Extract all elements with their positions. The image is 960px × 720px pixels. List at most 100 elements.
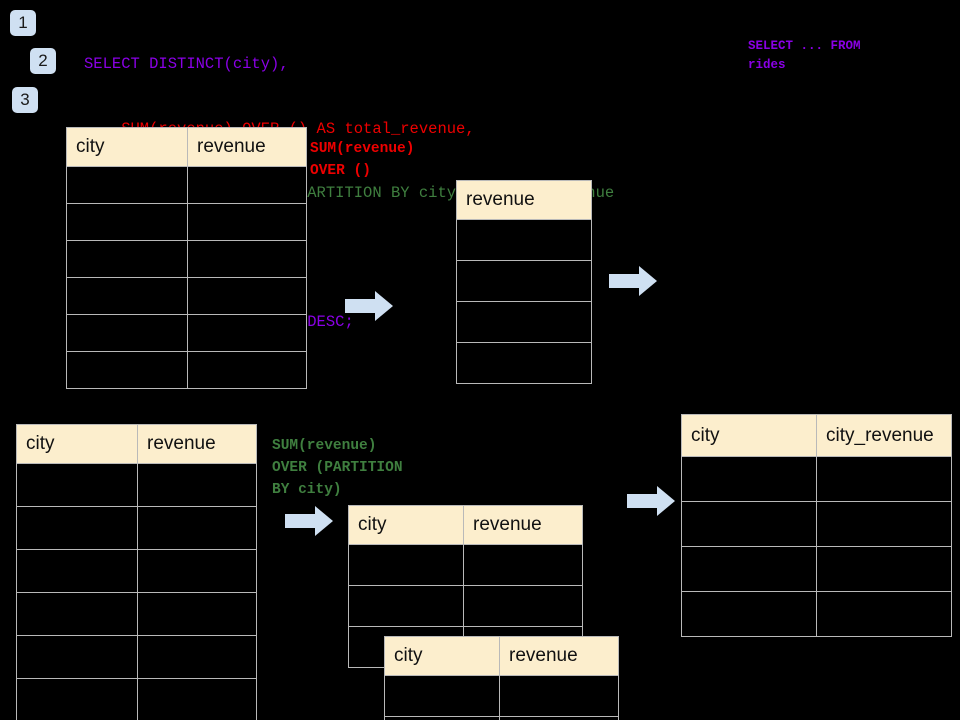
table-row: [66, 351, 307, 389]
table-row: [348, 544, 583, 586]
table-cell: [463, 544, 583, 586]
table-cell: [816, 591, 952, 637]
table-cell: [16, 592, 138, 636]
table-header-row: city city_revenue: [681, 414, 952, 457]
table-cell: [137, 678, 257, 720]
table-row: [456, 301, 592, 343]
table-cell: [16, 506, 138, 550]
table-cell: [137, 463, 257, 507]
side-note-select-from-rides: SELECT ... FROM rides: [748, 39, 861, 72]
table-header-row: revenue: [456, 180, 592, 220]
result-table: city city_revenue: [681, 414, 952, 637]
table-cell: [463, 585, 583, 627]
table-cell: [16, 549, 138, 593]
table-cell: [137, 549, 257, 593]
column-header-revenue: revenue: [473, 514, 542, 535]
table-cell: [66, 314, 188, 352]
table-cell: [187, 240, 307, 278]
table-row: [681, 456, 952, 502]
table-cell: [816, 456, 952, 502]
annotation-city-revenue: SUM(revenue) OVER (PARTITION BY city): [272, 438, 403, 498]
table-cell: [66, 240, 188, 278]
table-header-row: city revenue: [66, 127, 307, 167]
table-cell: [187, 166, 307, 204]
table-cell: [16, 678, 138, 720]
table-row: [456, 342, 592, 384]
table-row: [16, 678, 257, 720]
table-row: [681, 546, 952, 592]
table-header-row: city revenue: [16, 424, 257, 464]
table-row: [16, 463, 257, 507]
rides-source-table-top: city revenue: [66, 127, 307, 389]
arrow-partition-to-result: [627, 486, 675, 516]
table-cell: [456, 301, 592, 343]
table-row: [456, 219, 592, 261]
table-cell: [66, 166, 188, 204]
table-row: [456, 260, 592, 302]
column-header-revenue: revenue: [509, 645, 578, 666]
table-row: [66, 314, 307, 352]
table-cell: [66, 351, 188, 389]
table-row: [16, 592, 257, 636]
table-cell: [499, 716, 619, 720]
arrow-rides-to-total-revenue: [345, 291, 393, 321]
table-row: [16, 635, 257, 679]
column-header-city-revenue: city_revenue: [826, 424, 934, 446]
step-badge-1: 1: [10, 10, 36, 36]
table-row: [16, 549, 257, 593]
table-cell: [681, 591, 817, 637]
table-cell: [348, 585, 464, 627]
table-row: [348, 585, 583, 627]
table-row: [681, 591, 952, 637]
table-cell: [681, 546, 817, 592]
table-cell: [187, 314, 307, 352]
column-header-revenue: revenue: [466, 189, 535, 210]
column-header-city: city: [394, 645, 423, 666]
table-cell: [348, 544, 464, 586]
table-cell: [137, 592, 257, 636]
table-row: [384, 675, 619, 717]
column-header-city: city: [26, 433, 55, 454]
table-row: [16, 506, 257, 550]
table-cell: [187, 351, 307, 389]
table-cell: [681, 501, 817, 547]
arrow-rides-to-partition: [285, 506, 333, 536]
table-cell: [816, 501, 952, 547]
partition-group-table-front: city revenue: [384, 636, 619, 720]
table-header-row: city revenue: [348, 505, 583, 545]
column-header-city: city: [691, 424, 720, 446]
annotation-total-revenue: SUM(revenue) OVER (): [310, 141, 415, 179]
arrow-total-revenue-to-result: [609, 266, 657, 296]
total-revenue-table: revenue: [456, 180, 592, 384]
table-row: [66, 166, 307, 204]
table-row: [681, 501, 952, 547]
table-cell: [681, 456, 817, 502]
table-cell: [384, 716, 500, 720]
table-row: [66, 240, 307, 278]
table-cell: [384, 675, 500, 717]
table-cell: [16, 463, 138, 507]
table-cell: [456, 342, 592, 384]
table-row: [66, 203, 307, 241]
column-header-revenue: revenue: [197, 136, 266, 157]
table-cell: [456, 219, 592, 261]
table-cell: [456, 260, 592, 302]
table-cell: [16, 635, 138, 679]
table-cell: [187, 277, 307, 315]
table-cell: [816, 546, 952, 592]
sql-line-select: SELECT DISTINCT(city),: [84, 55, 289, 73]
table-header-row: city revenue: [384, 636, 619, 676]
column-header-city: city: [76, 136, 105, 157]
table-cell: [499, 675, 619, 717]
step-badge-3: 3: [12, 87, 38, 113]
table-row: [66, 277, 307, 315]
rides-source-table-bottom: city revenue: [16, 424, 257, 720]
table-cell: [137, 506, 257, 550]
table-cell: [137, 635, 257, 679]
step-badge-2: 2: [30, 48, 56, 74]
column-header-city: city: [358, 514, 387, 535]
table-cell: [187, 203, 307, 241]
table-cell: [66, 277, 188, 315]
column-header-revenue: revenue: [147, 433, 216, 454]
